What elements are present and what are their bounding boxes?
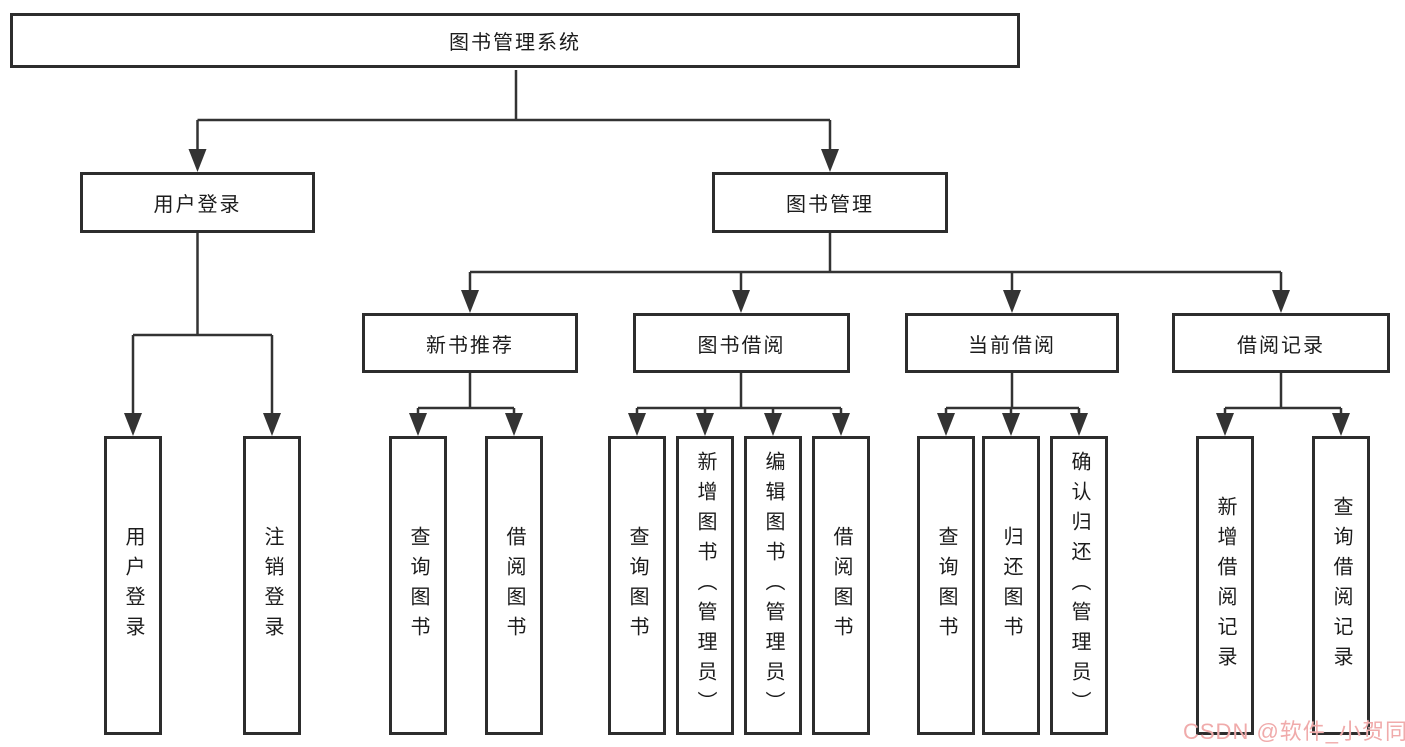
- node-current-borrowing-label: 当前借阅: [968, 334, 1056, 357]
- leaf-edit-books-admin: 编辑图书（管理员）: [744, 436, 802, 735]
- leaf-user-login-label: 用户登录: [122, 525, 144, 646]
- leaf-user-login: 用户登录: [104, 436, 162, 735]
- leaf-borrowing-borrow-books-label: 借阅图书: [830, 525, 852, 646]
- node-root-library-system: 图书管理系统: [10, 13, 1020, 68]
- arrowheads: [124, 149, 1350, 436]
- csdn-watermark: CSDN @软件_小贺同学: [1183, 719, 1405, 744]
- leaf-borrowing-query-books-label: 查询图书: [626, 525, 648, 646]
- leaf-add-books-admin: 新增图书（管理员）: [676, 436, 734, 735]
- leaf-logout: 注销登录: [243, 436, 301, 735]
- leaf-borrowing-query-books: 查询图书: [608, 436, 666, 735]
- leaf-add-borrow-record: 新增借阅记录: [1196, 436, 1254, 735]
- leaf-logout-label: 注销登录: [261, 525, 283, 646]
- leaf-query-borrow-record: 查询借阅记录: [1312, 436, 1370, 735]
- leaf-recommend-borrow-books-label: 借阅图书: [503, 525, 525, 646]
- node-book-borrowing: 图书借阅: [633, 313, 850, 373]
- leaf-recommend-query-books: 查询图书: [389, 436, 447, 735]
- leaf-return-books-label: 归还图书: [1000, 525, 1022, 646]
- leaf-current-query-books-label: 查询图书: [935, 525, 957, 646]
- leaf-borrowing-borrow-books: 借阅图书: [812, 436, 870, 735]
- leaf-recommend-borrow-books: 借阅图书: [485, 436, 543, 735]
- leaf-current-query-books: 查询图书: [917, 436, 975, 735]
- leaf-recommend-query-books-label: 查询图书: [407, 525, 429, 646]
- node-borrowing-records-label: 借阅记录: [1237, 334, 1325, 357]
- node-borrowing-records: 借阅记录: [1172, 313, 1390, 373]
- leaf-add-books-admin-label: 新增图书（管理员）: [694, 450, 716, 721]
- node-book-management: 图书管理: [712, 172, 948, 233]
- node-new-book-recommend-label: 新书推荐: [426, 334, 514, 357]
- node-user-login: 用户登录: [80, 172, 315, 233]
- node-new-book-recommend: 新书推荐: [362, 313, 578, 373]
- leaf-confirm-return-admin: 确认归还（管理员）: [1050, 436, 1108, 735]
- node-user-login-label: 用户登录: [153, 194, 242, 216]
- leaf-return-books: 归还图书: [982, 436, 1040, 735]
- leaf-confirm-return-admin-label: 确认归还（管理员）: [1068, 450, 1090, 721]
- node-current-borrowing: 当前借阅: [905, 313, 1119, 373]
- node-book-management-label: 图书管理: [786, 194, 874, 216]
- leaf-edit-books-admin-label: 编辑图书（管理员）: [762, 450, 784, 721]
- leaf-add-borrow-record-label: 新增借阅记录: [1214, 495, 1236, 676]
- node-book-borrowing-label: 图书借阅: [697, 334, 786, 357]
- node-root-label: 图书管理系统: [449, 32, 581, 54]
- leaf-query-borrow-record-label: 查询借阅记录: [1330, 495, 1352, 676]
